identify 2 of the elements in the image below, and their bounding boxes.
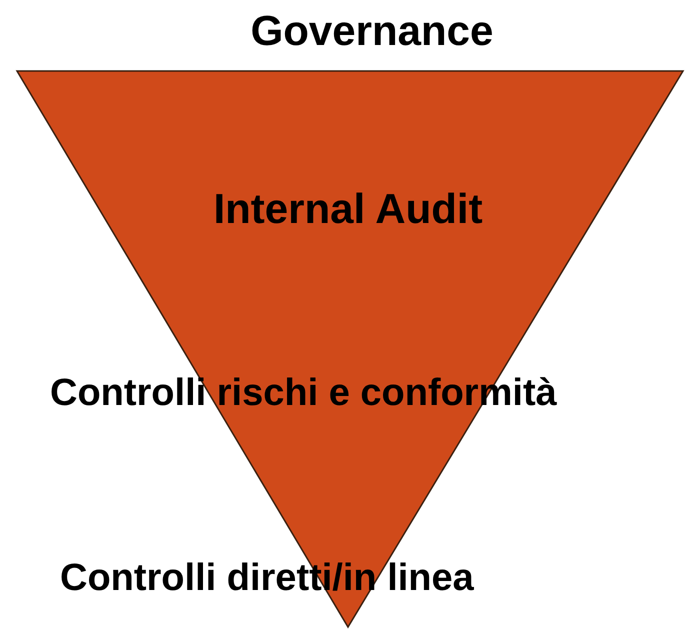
heading-text: Governance	[250, 8, 494, 54]
level-label: Internal Audit	[213, 186, 483, 232]
